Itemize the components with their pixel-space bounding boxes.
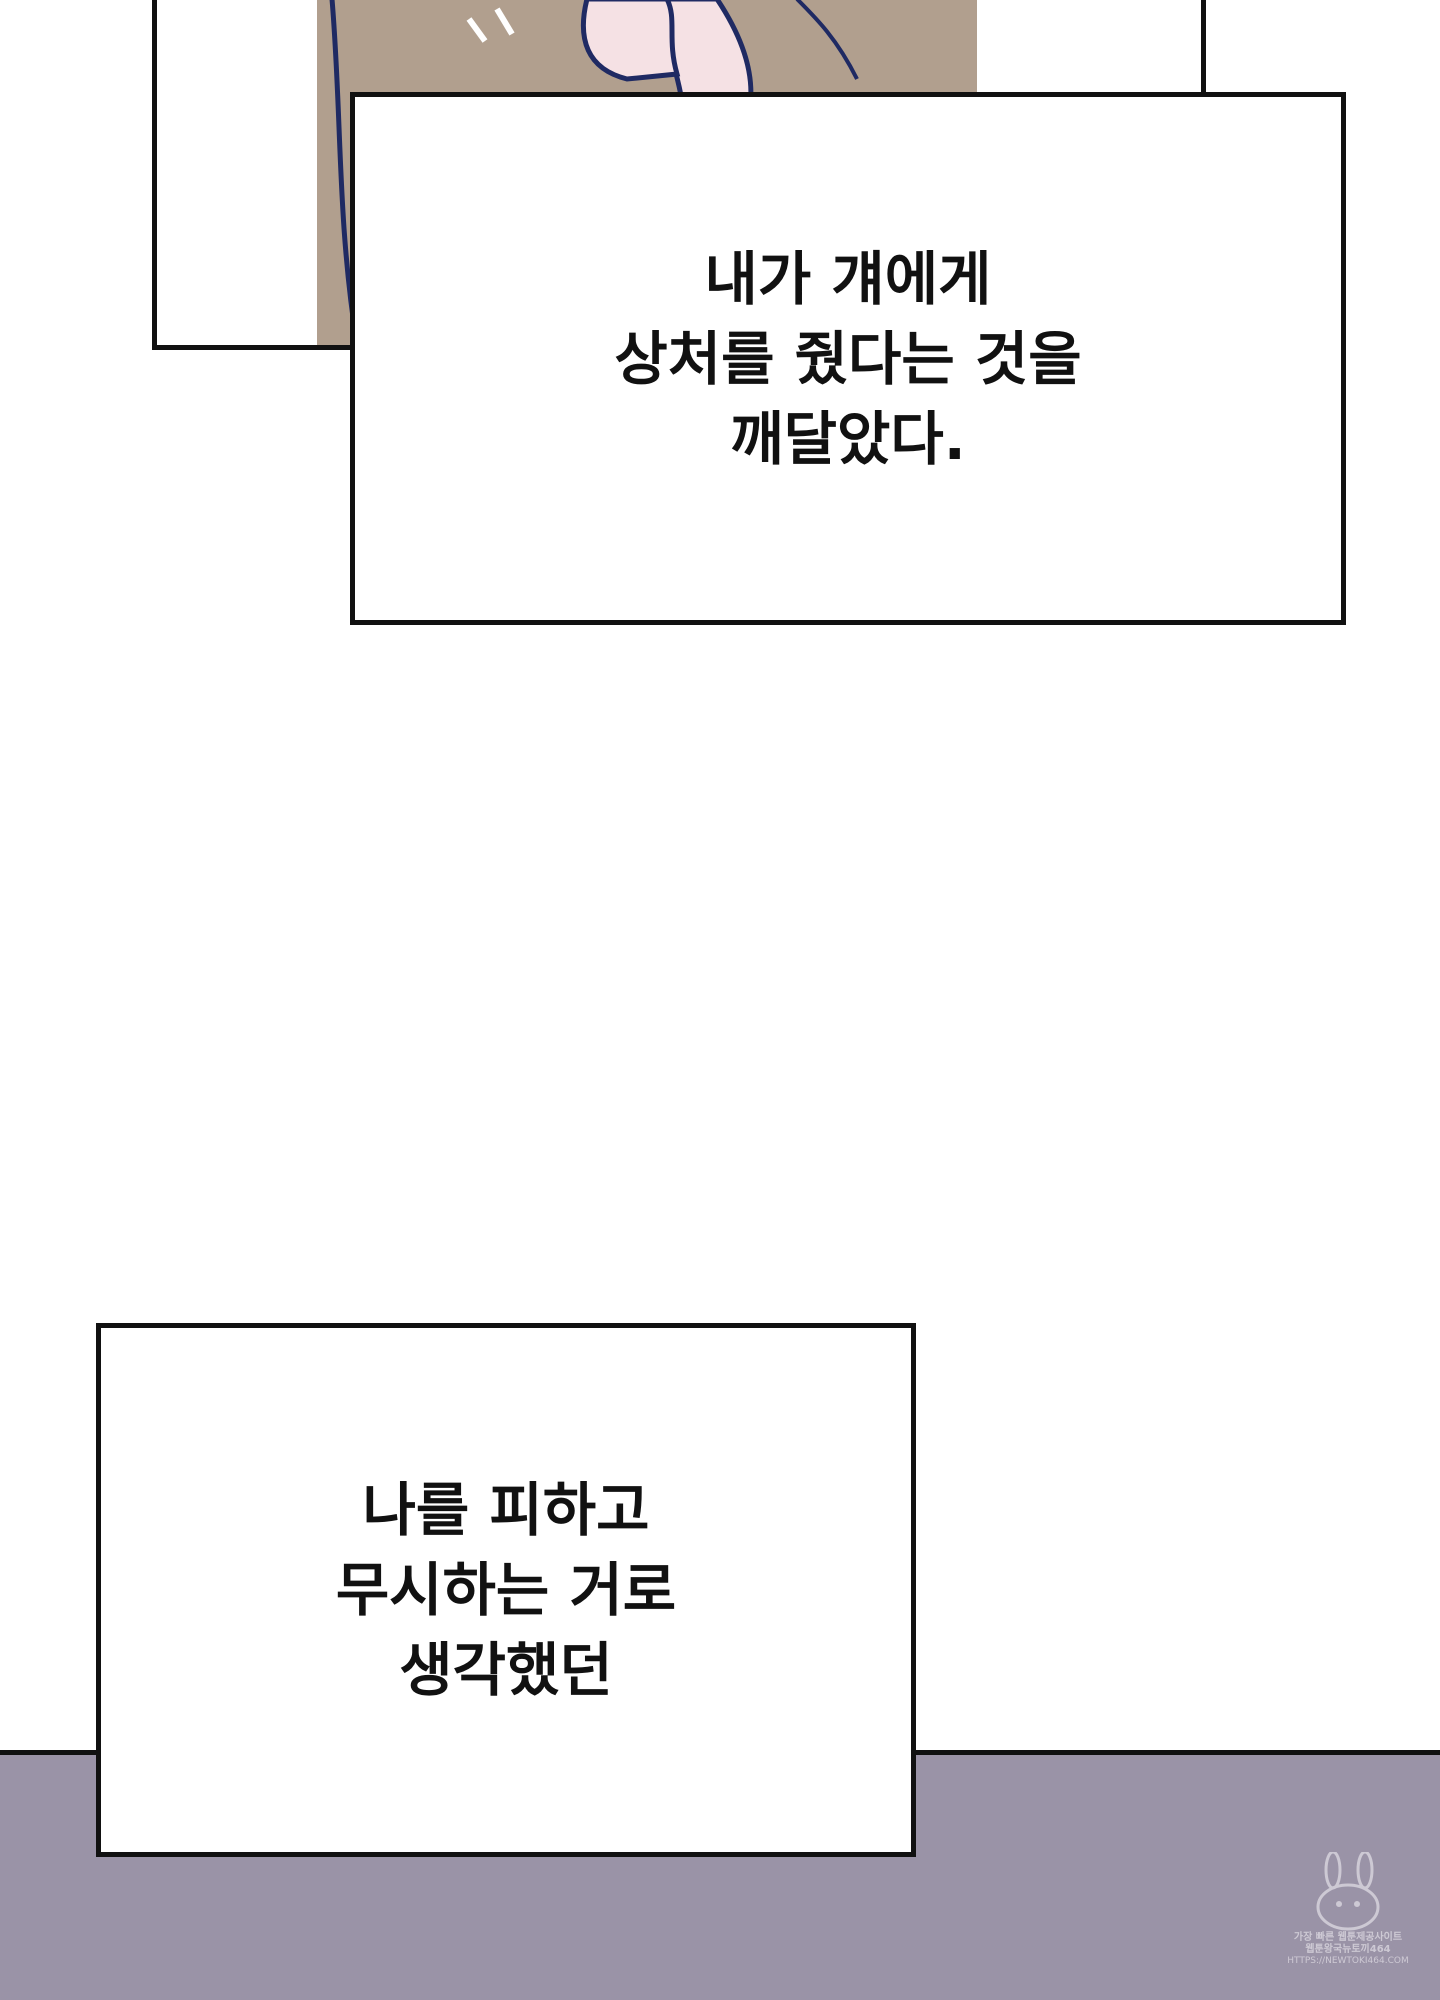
caption-text-1: 내가 걔에게 상처를 줬다는 것을 깨달았다. bbox=[614, 244, 1082, 473]
caption-text-2: 나를 피하고 무시하는 거로 생각했던 bbox=[335, 1476, 677, 1704]
watermark-line-1: 가장 빠른 웹툰제공사이트 bbox=[1293, 1932, 1403, 1943]
caption-box-1: 내가 걔에게 상처를 줬다는 것을 깨달았다. bbox=[350, 92, 1346, 625]
caption-box-2: 나를 피하고 무시하는 거로 생각했던 bbox=[96, 1323, 916, 1857]
site-watermark: 가장 빠른 웹툰제공사이트 웹툰왕국뉴토끼464 HTTPS://NEWTOKI… bbox=[1272, 1852, 1424, 1992]
bunny-mascot-icon bbox=[1316, 1852, 1380, 1931]
watermark-url: HTTPS://NEWTOKI464.COM bbox=[1287, 1956, 1409, 1966]
watermark-line-2: 웹툰왕국뉴토끼464 bbox=[1305, 1944, 1391, 1955]
